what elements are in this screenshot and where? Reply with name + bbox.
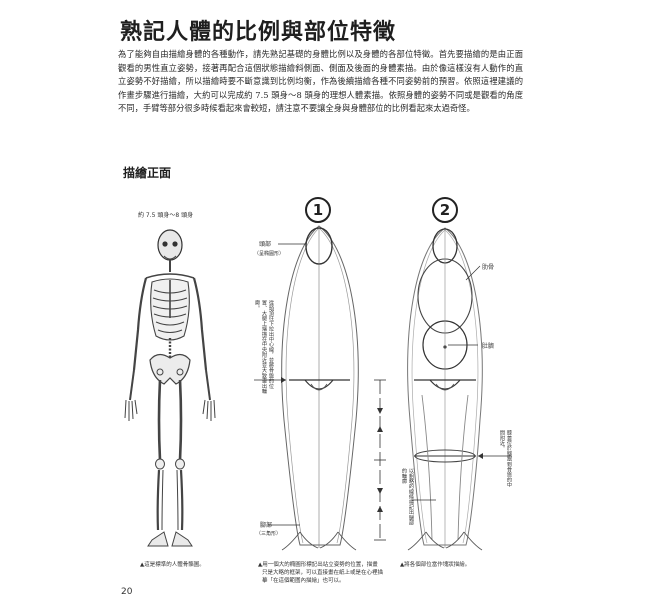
- page-number: 20: [121, 587, 133, 597]
- head-label: 頭部: [259, 241, 272, 248]
- proportion-label: 約 7.5 頭身～8 頭身: [138, 212, 194, 219]
- intro-paragraph: 為了能夠自由描繪身體的各種動作，請先熟記基礎的身體比例以及身體的各部位特徵。首先…: [118, 49, 523, 114]
- step1-caption-line-3: 摹「在這個範圍內描繪」也可以。: [262, 578, 345, 584]
- step2-illustration: [407, 227, 512, 551]
- step1-illustration: [254, 225, 386, 551]
- foot-label: 腳部: [260, 522, 273, 529]
- centerline-note: 從頭頂往下拉出中心線，並將骨盤的位置、大腿上端描在中央附近並大致畫出輪廓。: [254, 300, 274, 394]
- ribs-label: 肋骨: [482, 264, 495, 271]
- step1-caption-line-2: 只是大略的框架，可以直接畫在紙上或是在心裡描: [262, 570, 384, 576]
- head-sublabel: （呈橢圓形）: [254, 251, 285, 257]
- leg-outline-note: 以粗略的線條標記出腿部的輪廓: [401, 468, 414, 526]
- skeleton-caption: ▲這是標準的人體骨骼圖。: [140, 562, 205, 568]
- skeleton-illustration: [124, 229, 216, 547]
- step2-caption: ▲將各個部位當作塊狀描繪。: [400, 562, 471, 568]
- section-heading: 描繪正面: [123, 166, 172, 180]
- knee-note: 膝蓋位於腳跟到骨盤的中間附近。: [499, 430, 512, 488]
- foot-sublabel: （三角形）: [256, 531, 282, 537]
- navel-label: 肚臍: [482, 343, 495, 350]
- step1-caption-line-1: ▲用一個大的橢圓形標記出站立姿勢的位置，描畫: [258, 562, 378, 568]
- step-1-number: 1: [305, 197, 331, 223]
- step-2-number: 2: [432, 197, 458, 223]
- page-title: 熟記人體的比例與部位特徵: [120, 20, 397, 45]
